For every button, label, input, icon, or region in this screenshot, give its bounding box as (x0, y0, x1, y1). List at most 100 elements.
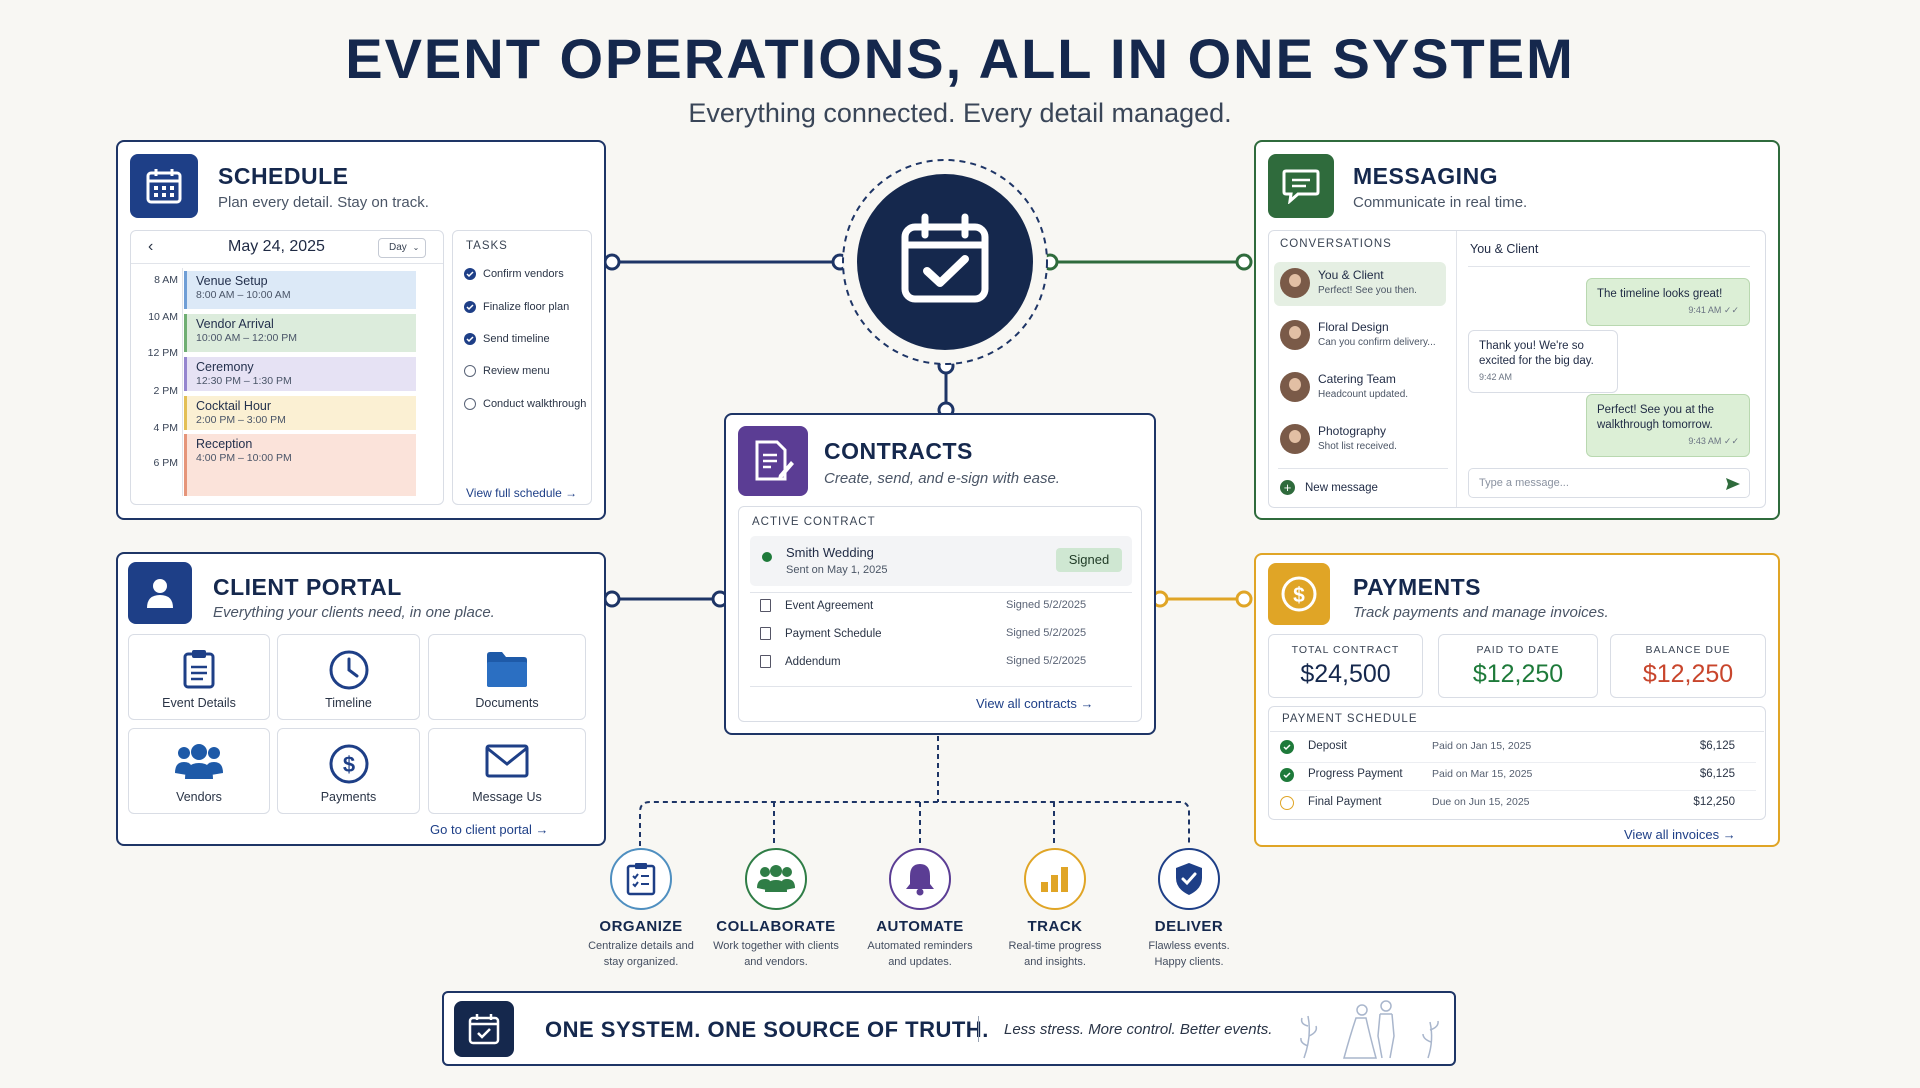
event-time: 4:00 PM – 10:00 PM (196, 452, 292, 464)
task-item[interactable]: Send timeline (464, 333, 550, 345)
event-name: Vendor Arrival (196, 317, 274, 331)
feature-label: ORGANIZE (599, 918, 683, 935)
pending-circle-icon (1280, 796, 1294, 810)
total-contract-stat: TOTAL CONTRACT $24,500 (1268, 634, 1423, 698)
schedule-event[interactable]: Venue Setup 8:00 AM – 10:00 AM (184, 271, 416, 309)
feature-icon-circle (1158, 848, 1220, 910)
payment-status: Due on Jun 15, 2025 (1432, 796, 1530, 808)
clipboard-checklist-icon (626, 863, 656, 896)
portal-tile-documents[interactable]: Documents (428, 634, 586, 720)
new-message-label: New message (1305, 481, 1378, 494)
payment-row[interactable]: Progress Payment Paid on Mar 15, 2025 $6… (1280, 768, 1735, 782)
footer-tagline: Less stress. More control. Better events… (1004, 1021, 1273, 1038)
hub-graphic (842, 159, 1048, 365)
send-icon[interactable] (1725, 476, 1741, 492)
event-time: 12:30 PM – 1:30 PM (196, 375, 292, 387)
message-bubble-outgoing: Perfect! See you at the walkthrough tomo… (1586, 394, 1750, 457)
avatar (1280, 320, 1310, 350)
folder-icon (487, 652, 527, 687)
view-full-schedule-link[interactable]: View full schedule → (466, 486, 578, 500)
payment-row[interactable]: Final Payment Due on Jun 15, 2025 $12,25… (1280, 796, 1735, 810)
portal-tile-timeline[interactable]: Timeline (277, 634, 420, 720)
conversation-name: Catering Team (1318, 372, 1396, 386)
feature-desc: stay organized. (603, 955, 679, 968)
conversation-preview: Headcount updated. (1318, 389, 1409, 400)
shield-check-icon (1176, 863, 1202, 895)
message-input[interactable]: Type a message... (1468, 468, 1750, 498)
portal-title: CLIENT PORTAL (213, 574, 402, 600)
hour-label: 2 PM (153, 385, 178, 397)
new-message-button[interactable]: + New message (1280, 480, 1378, 495)
contract-sent: Sent on May 1, 2025 (786, 564, 888, 576)
message-text: Perfect! See you at the walkthrough tomo… (1597, 404, 1714, 431)
avatar (1280, 424, 1310, 454)
conversation-item[interactable]: You & Client Perfect! See you then. (1274, 262, 1446, 306)
schedule-event[interactable]: Reception 4:00 PM – 10:00 PM (184, 434, 416, 496)
event-name: Ceremony (196, 360, 254, 374)
payment-row-divider (1280, 762, 1756, 763)
payment-row[interactable]: Deposit Paid on Jan 15, 2025 $6,125 (1280, 740, 1735, 754)
messaging-subtitle: Communicate in real time. (1353, 194, 1528, 211)
conversation-item[interactable]: Floral Design Can you confirm delivery..… (1274, 314, 1446, 358)
contract-name: Smith Wedding (786, 545, 874, 560)
schedule-event[interactable]: Vendor Arrival 10:00 AM – 12:00 PM (184, 314, 416, 352)
users-icon (175, 744, 223, 779)
task-label: Send timeline (483, 333, 550, 345)
feature-desc: and vendors. (744, 955, 808, 968)
view-all-invoices-link[interactable]: View all invoices → (1624, 827, 1736, 842)
payment-row-divider (1280, 790, 1756, 791)
view-select-label: Day (389, 242, 407, 253)
portal-tile-payments[interactable]: $ Payments (277, 728, 420, 814)
page-title: EVENT OPERATIONS, ALL IN ONE SYSTEM (345, 27, 1575, 90)
go-to-client-portal-link[interactable]: Go to client portal → (430, 822, 549, 837)
task-item[interactable]: Confirm vendors (464, 268, 564, 280)
feature-desc: and updates. (888, 955, 952, 968)
payment-name: Deposit (1308, 740, 1347, 752)
tasks-label: TASKS (466, 240, 508, 252)
portal-tile-event-details[interactable]: Event Details (128, 634, 270, 720)
document-icon (760, 627, 771, 640)
task-item[interactable]: Review menu (464, 365, 550, 377)
document-name: Event Agreement (785, 600, 874, 612)
event-time: 2:00 PM – 3:00 PM (196, 414, 286, 426)
schedule-event[interactable]: Ceremony 12:30 PM – 1:30 PM (184, 357, 416, 391)
view-all-contracts-link[interactable]: View all contracts → (976, 696, 1094, 711)
feature-desc: Centralize details and (588, 940, 694, 952)
payment-status: Paid on Jan 15, 2025 (1432, 740, 1532, 752)
hour-label: 12 PM (147, 347, 178, 359)
active-contract-label: ACTIVE CONTRACT (752, 516, 876, 528)
message-time: 9:41 AM ✓✓ (1688, 304, 1739, 315)
stat-label: TOTAL CONTRACT (1291, 644, 1400, 656)
calendar-check-icon (901, 213, 989, 303)
document-name: Addendum (785, 656, 841, 668)
schedule-event[interactable]: Cocktail Hour 2:00 PM – 3:00 PM (184, 396, 416, 430)
portal-tile-vendors[interactable]: Vendors (128, 728, 270, 814)
view-select[interactable]: Day ⌄ (378, 238, 426, 258)
message-bubble-outgoing: The timeline looks great! 9:41 AM ✓✓ (1586, 278, 1750, 326)
schedule-subtitle: Plan every detail. Stay on track. (218, 194, 429, 211)
conversation-item[interactable]: Photography Shot list received. (1274, 418, 1446, 462)
page-subtitle: Everything connected. Every detail manag… (688, 98, 1232, 128)
payment-schedule-panel (1268, 706, 1766, 820)
footer-headline: ONE SYSTEM. ONE SOURCE OF TRUTH. (545, 1017, 989, 1042)
conversation-item[interactable]: Catering Team Headcount updated. (1274, 366, 1446, 410)
stat-label: BALANCE DUE (1645, 644, 1731, 656)
event-name: Reception (196, 437, 253, 451)
active-contract-row[interactable]: Smith Wedding Sent on May 1, 2025 Signed (750, 536, 1132, 586)
feature-icon-circle (610, 848, 672, 910)
event-time: 8:00 AM – 10:00 AM (196, 289, 291, 301)
prev-day-icon[interactable]: ‹ (148, 238, 154, 255)
task-item[interactable]: Finalize floor plan (464, 301, 569, 313)
payments-subtitle: Track payments and manage invoices. (1353, 604, 1609, 621)
portal-tile-message-us[interactable]: Message Us (428, 728, 586, 814)
task-item[interactable]: Conduct walkthrough (464, 398, 586, 410)
balance-due-stat: BALANCE DUE $12,250 (1610, 634, 1766, 698)
tile-label: Message Us (472, 790, 542, 804)
stat-label: PAID TO DATE (1476, 644, 1560, 656)
check-circle-icon (1280, 768, 1294, 782)
